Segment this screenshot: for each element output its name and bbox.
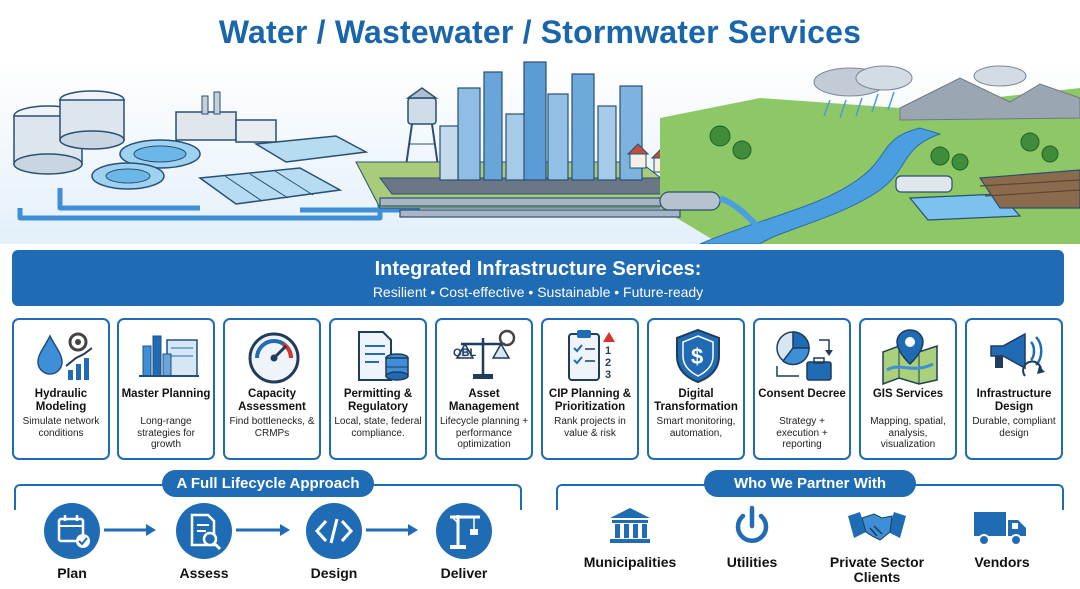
dollar-sign: $ (691, 344, 703, 369)
rain-cloud (813, 65, 1027, 119)
service-title: CIP Planning & Prioritization (548, 388, 632, 413)
service-card-digital-transformation[interactable]: $ Digital Transformation Smart monitorin… (647, 318, 745, 460)
partners-heading: Who We Partner With (704, 470, 916, 497)
outfall-pipe (379, 191, 762, 231)
banner-title: Integrated Infrastructure Services: (374, 258, 702, 280)
service-desc: Simulate network conditions (22, 416, 100, 439)
service-card-infrastructure-design[interactable]: Infrastructure Design Durable, compliant… (965, 318, 1063, 460)
code-brackets-icon (314, 518, 354, 544)
clipboard-ranking-icon: 1 2 3 (568, 330, 615, 381)
qbl-scale-icon: QBL (453, 329, 516, 379)
service-desc: Strategy + execution + reporting (776, 416, 828, 450)
city-blueprint-icon (139, 335, 199, 377)
service-card-cip-planning[interactable]: 1 2 3 CIP Planning & Prioritization Rank… (541, 318, 639, 460)
handshake-icon (848, 512, 906, 541)
step-label-assess: Assess (179, 565, 229, 581)
gauge-icon (248, 332, 300, 384)
truck-icon (974, 512, 1026, 546)
service-desc: Find bottlenecks, & CRMPs (229, 416, 315, 439)
service-desc: Local, state, federal compliance. (334, 416, 422, 439)
service-cards: Hydraulic Modeling Simulate network cond… (12, 318, 1068, 460)
services-banner: Integrated Infrastructure Services: Resi… (12, 250, 1064, 306)
partner-label-municipalities: Municipalities (583, 554, 677, 570)
river (699, 127, 942, 244)
service-card-capacity-assessment[interactable]: Capacity Assessment Find bottlenecks, & … (223, 318, 321, 460)
crane-icon (450, 515, 480, 549)
qbl-label: QBL (453, 347, 477, 359)
megaphone-refresh-icon (990, 332, 1045, 377)
service-title: Infrastructure Design (976, 388, 1052, 413)
city-skyline (439, 61, 643, 181)
pie-briefcase-icon (776, 331, 833, 381)
water-tower (405, 87, 439, 167)
lifecycle-heading: A Full Lifecycle Approach (162, 470, 374, 497)
service-desc: Lifecycle planning + performance optimiz… (439, 416, 529, 450)
service-card-gis-services[interactable]: GIS Services Mapping, spatial, analysis,… (859, 318, 957, 460)
lifecycle-arrows (104, 524, 418, 536)
service-card-hydraulic-modeling[interactable]: Hydraulic Modeling Simulate network cond… (12, 318, 110, 460)
partner-label-utilities: Utilities (726, 554, 778, 570)
service-card-master-planning[interactable]: Master Planning Long-range strategies fo… (117, 318, 215, 460)
service-title: Permitting & Regulatory (343, 388, 413, 413)
service-card-permitting-regulatory[interactable]: Permitting & Regulatory Local, state, fe… (329, 318, 427, 460)
service-title: Capacity Assessment (238, 388, 306, 413)
clarifiers (91, 139, 201, 190)
service-title: Asset Management (448, 388, 520, 413)
partner-label-private-sector: Private Sector Clients (829, 554, 925, 585)
partner-label-vendors: Vendors (974, 554, 1030, 570)
service-desc: Rank projects in value & risk (554, 416, 626, 439)
service-title: Digital Transformation (654, 388, 738, 413)
rank-3: 3 (605, 369, 611, 381)
rank-1: 1 (605, 345, 611, 357)
storage-tanks (13, 90, 125, 175)
document-database-icon (358, 331, 409, 381)
step-label-design: Design (310, 565, 358, 581)
step-deliver[interactable] (436, 503, 492, 559)
service-desc: Long-range strategies for growth (137, 416, 195, 450)
rank-2: 2 (605, 357, 611, 369)
shield-dollar-icon: $ (676, 328, 720, 384)
step-design[interactable] (306, 503, 362, 559)
map-pin-icon (882, 329, 938, 386)
service-card-consent-decree[interactable]: Consent Decree Strategy + execution + re… (753, 318, 851, 460)
service-desc: Mapping, spatial, analysis, visualizatio… (870, 416, 946, 450)
service-title: GIS Services (872, 388, 944, 400)
step-label-deliver: Deliver (440, 565, 488, 581)
treatment-basins (197, 135, 369, 205)
step-label-plan: Plan (57, 565, 87, 581)
service-title: Consent Decree (758, 388, 846, 400)
service-desc: Smart monitoring, automation, (656, 416, 736, 439)
water-drop-gear-icon (37, 332, 93, 380)
power-icon (735, 505, 769, 543)
document-magnifier-icon (190, 513, 222, 551)
hero-illustration (0, 58, 1080, 244)
service-title: Hydraulic Modeling (34, 388, 88, 413)
page-title: Water / Wastewater / Stormwater Services (218, 14, 862, 50)
government-building-icon (610, 508, 650, 543)
treatment-building (175, 91, 277, 143)
stormwater-facility (895, 169, 1080, 221)
step-plan[interactable] (44, 503, 100, 559)
calendar-check-icon (57, 515, 90, 548)
trees (709, 125, 1059, 171)
service-card-asset-management[interactable]: QBL Asset Management Lifecycle planning … (435, 318, 533, 460)
banner-subtitle: Resilient • Cost-effective • Sustainable… (372, 284, 704, 300)
step-assess[interactable] (176, 503, 232, 559)
service-title: Master Planning (121, 388, 211, 400)
service-desc: Durable, compliant design (972, 416, 1056, 439)
